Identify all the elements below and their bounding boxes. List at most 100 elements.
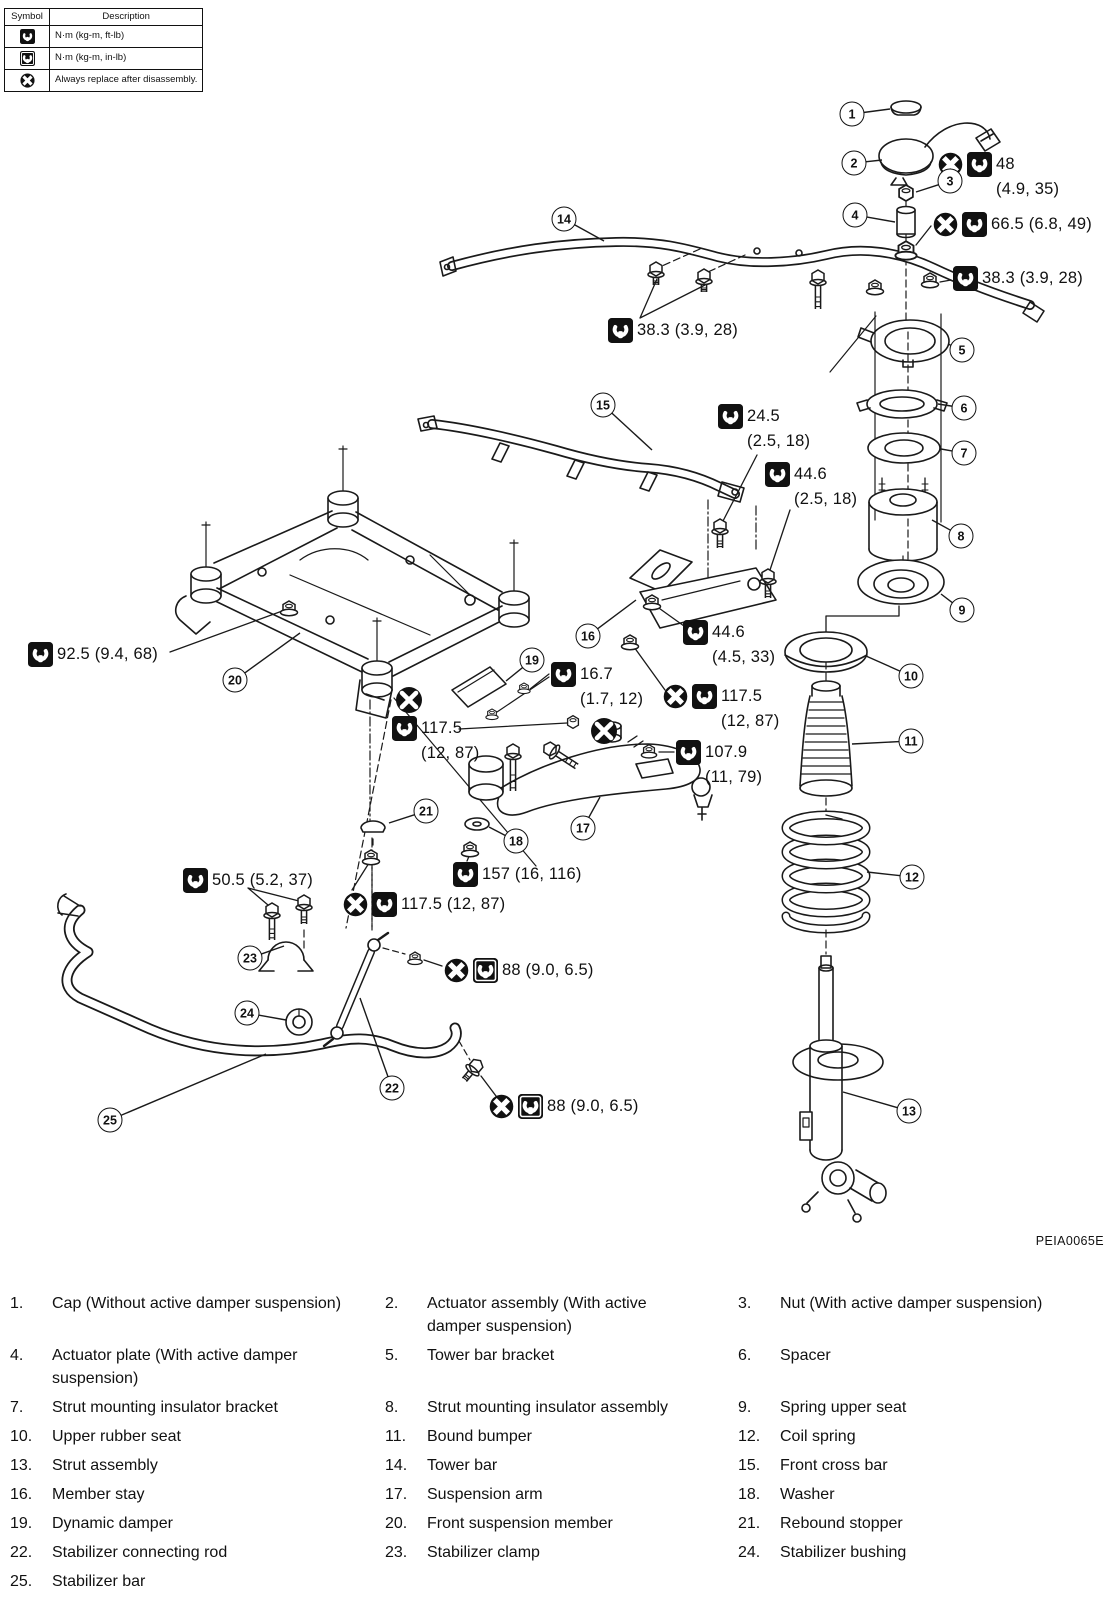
torque-callout: 24.5(2.5, 18) <box>718 404 810 454</box>
torque-callout: 107.9(11, 79) <box>676 740 762 790</box>
parts-list-item-12: 12.Coil spring <box>738 1425 1110 1448</box>
parts-list-item-3: 3.Nut (With active damper suspension) <box>738 1292 1110 1338</box>
part-item-number: 17. <box>385 1486 408 1503</box>
parts-list-item-25: 25. Stabilizer bar <box>10 1570 385 1593</box>
part-item-name: Actuator assembly (With active damper su… <box>427 1295 647 1335</box>
torque-wrench-ftlb-icon <box>551 662 576 687</box>
part-number-23: 23 <box>237 945 263 971</box>
part-item-number: 10. <box>10 1428 33 1445</box>
torque-wrench-ftlb-icon <box>453 862 478 887</box>
part-number-21: 21 <box>413 798 439 824</box>
parts-list-item-20: 20.Front suspension member <box>385 1512 738 1535</box>
torque-value: 117.5(12, 87) <box>721 687 780 730</box>
parts-list-item-7: 7. Strut mounting insulator bracket <box>10 1396 385 1419</box>
torque-wrench-ftlb-icon <box>392 716 417 741</box>
parts-list-item-8: 8. Strut mounting insulator assembly <box>385 1396 738 1419</box>
replace-mark-icon <box>444 958 469 983</box>
torque-value: 117.5 (12, 87) <box>401 895 506 913</box>
torque-callout-icons <box>444 958 498 983</box>
part-number-4: 4 <box>842 202 868 228</box>
part-item-number: 23. <box>385 1544 408 1561</box>
legend-row: N·m (kg-m, ft-lb) <box>4 25 204 48</box>
part-item-number: 12. <box>738 1428 761 1445</box>
torque-callout-icons <box>765 462 790 487</box>
part-item-name: Tower bar <box>427 1457 498 1474</box>
torque-callout-icons <box>551 662 576 687</box>
part-item-name: Stabilizer connecting rod <box>52 1544 228 1561</box>
part-number-6: 6 <box>951 395 977 421</box>
torque-callout-layer: 48(4.9, 35)66.5 (6.8, 49)38.3 (3.9, 28)3… <box>28 152 1092 1119</box>
part-item-name: Strut assembly <box>52 1457 158 1474</box>
part-item-name: Rebound stopper <box>780 1515 903 1532</box>
torque-wrench-ftlb-icon <box>692 684 717 709</box>
part-item-number: 8. <box>385 1399 399 1416</box>
part-item-name: Member stay <box>52 1486 145 1503</box>
part-item-name: Strut mounting insulator assembly <box>427 1399 668 1416</box>
part-number-12: 12 <box>899 864 925 890</box>
torque-value: 16.7(1.7, 12) <box>580 665 644 708</box>
part-number-15: 15 <box>590 392 616 418</box>
part-item-number: 13. <box>10 1457 33 1474</box>
torque-value: 50.5 (5.2, 37) <box>212 871 313 889</box>
part-number-14: 14 <box>551 206 577 232</box>
torque-value: 88 (9.0, 6.5) <box>547 1097 639 1115</box>
parts-list-item-18: 18.Washer <box>738 1483 1110 1506</box>
parts-list-item-19: 19. Dynamic damper <box>10 1512 385 1535</box>
legend-symbol-cell <box>4 69 50 92</box>
part-item-name: Nut (With active damper suspension) <box>780 1295 1043 1312</box>
torque-callout: 44.6(2.5, 18) <box>765 462 857 512</box>
torque-wrench-ftlb-icon <box>19 29 35 44</box>
legend-header-description: Description <box>48 8 204 26</box>
part-item-number: 18. <box>738 1486 761 1503</box>
torque-callout-icons <box>676 740 701 765</box>
torque-callout-icons <box>392 716 417 741</box>
torque-wrench-ftlb-icon <box>683 620 708 645</box>
part-item-name: Actuator plate (With active damper suspe… <box>52 1347 298 1387</box>
torque-callout-icons <box>608 318 633 343</box>
part-number-13: 13 <box>896 1098 922 1124</box>
torque-callout: 88 (9.0, 6.5) <box>489 1094 639 1119</box>
torque-callout: 44.6(4.5, 33) <box>683 620 775 670</box>
torque-value: 88 (9.0, 6.5) <box>502 961 594 979</box>
part-item-name: Suspension arm <box>427 1486 543 1503</box>
torque-wrench-inlb-icon <box>473 958 498 983</box>
torque-callout: 38.3 (3.9, 28) <box>953 266 1083 291</box>
torque-callout: 117.5 (12, 87) <box>343 892 505 917</box>
torque-callout-icons <box>453 862 478 887</box>
part-item-number: 15. <box>738 1457 761 1474</box>
torque-callout-icons <box>718 404 743 429</box>
part-item-number: 19. <box>10 1515 33 1532</box>
legend-description: N·m (kg-m, ft-lb) <box>48 25 204 48</box>
part-number-25: 25 <box>97 1107 123 1133</box>
parts-list-item-5: 5.Tower bar bracket <box>385 1344 738 1390</box>
parts-list-item-23: 23. Stabilizer clamp <box>385 1541 738 1564</box>
part-number-20: 20 <box>222 667 248 693</box>
torque-wrench-ftlb-icon <box>608 318 633 343</box>
part-item-number: 21. <box>738 1515 761 1532</box>
part-item-number: 16. <box>10 1486 33 1503</box>
part-number-1: 1 <box>839 101 865 127</box>
part-item-number: 25. <box>10 1573 33 1590</box>
torque-wrench-ftlb-icon <box>183 868 208 893</box>
torque-callout: 157 (16, 116) <box>453 862 582 887</box>
torque-wrench-ftlb-icon <box>372 892 397 917</box>
torque-callout-icons <box>933 212 987 237</box>
part-item-name: Strut mounting insulator bracket <box>52 1399 278 1416</box>
torque-callout-icons <box>953 266 978 291</box>
part-item-number: 7. <box>10 1399 24 1416</box>
part-number-18: 18 <box>503 828 529 854</box>
part-item-name: Stabilizer clamp <box>427 1544 540 1561</box>
torque-value: 48(4.9, 35) <box>996 155 1060 198</box>
part-item-name: Stabilizer bar <box>52 1573 146 1590</box>
parts-list-item-4: 4.Actuator plate (With active damper sus… <box>10 1344 385 1390</box>
torque-wrench-ftlb-icon <box>962 212 987 237</box>
part-item-number: 1. <box>10 1295 24 1312</box>
part-number-24: 24 <box>234 1000 260 1026</box>
parts-list-item-24: 24.Stabilizer bushing <box>738 1541 1110 1564</box>
torque-callout: 38.3 (3.9, 28) <box>608 318 738 343</box>
torque-wrench-inlb-icon <box>518 1094 543 1119</box>
part-item-name: Dynamic damper <box>52 1515 173 1532</box>
torque-callout: 50.5 (5.2, 37) <box>183 868 313 893</box>
part-item-number: 24. <box>738 1544 761 1561</box>
torque-callout-icons <box>489 1094 543 1119</box>
